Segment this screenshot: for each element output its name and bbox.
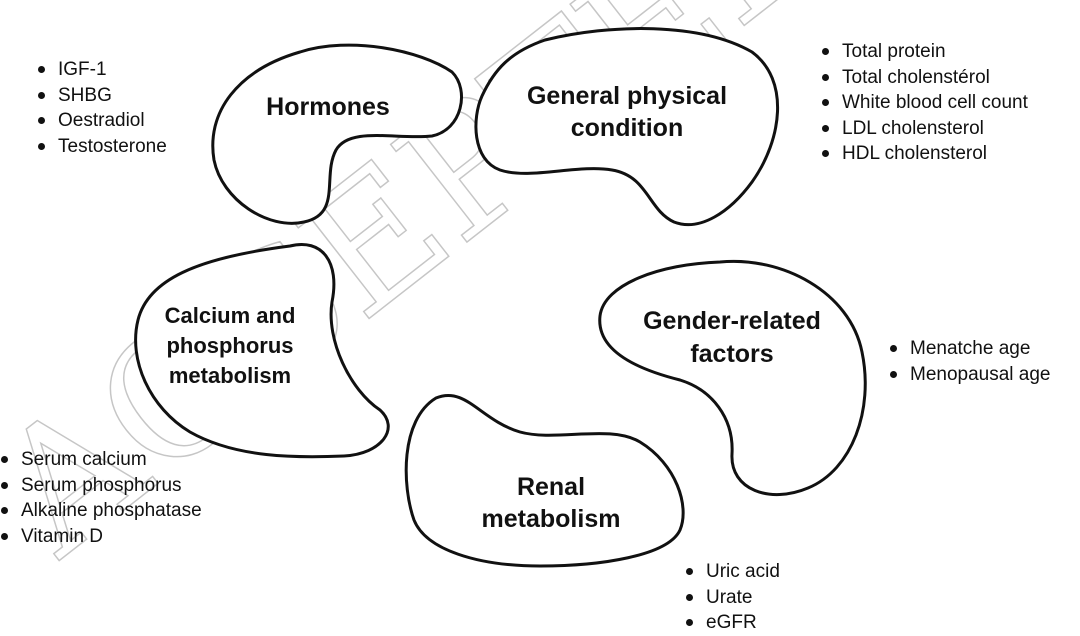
list-item: Alkaline phosphatase: [0, 498, 202, 524]
bullet-icon: [822, 48, 829, 55]
list-item: Vitamin D: [0, 524, 202, 550]
general-condition-title-line-1: General physical: [527, 82, 727, 110]
bullet-icon: [686, 619, 693, 626]
bullet-icon: [1, 481, 8, 489]
renal-metabolism-title-line-2: metabolism: [482, 505, 621, 533]
calcium-phosphorus-list: Serum calcium Serum phosphorus Alkaline …: [0, 447, 202, 549]
bullet-icon: [822, 99, 829, 106]
list-item: HDL cholensterol: [818, 141, 1028, 167]
gender-factors-title-line-1: Gender-related: [643, 307, 821, 335]
renal-metabolism-list: Uric acid Urate eGFR: [682, 559, 780, 636]
bullet-icon: [1, 507, 8, 514]
calcium-phosphorus-blob: [134, 243, 390, 459]
list-item: Menopausal age: [886, 362, 1051, 388]
general-condition-blob: [474, 27, 780, 227]
bullet-icon: [38, 91, 45, 99]
gender-factors-title-line-2: factors: [690, 340, 773, 368]
list-item: White blood cell count: [818, 90, 1028, 116]
bullet-icon: [890, 370, 897, 378]
bullet-icon: [822, 73, 829, 81]
bullet-icon: [38, 117, 45, 124]
bullet-icon: [1, 532, 8, 540]
calcium-phosphorus-title-line-3: metabolism: [169, 363, 291, 388]
bullet-icon: [890, 345, 897, 352]
renal-metabolism-blob: [404, 394, 685, 568]
list-item: Total protein: [818, 39, 1028, 65]
calcium-phosphorus-title-line-1: Calcium and: [165, 303, 296, 328]
bullet-icon: [38, 142, 45, 150]
list-item: IGF-1: [34, 57, 167, 83]
list-item: Urate: [682, 585, 780, 611]
bullet-icon: [822, 150, 829, 157]
list-item: Total cholenstérol: [818, 65, 1028, 91]
general-condition-title-line-2: condition: [571, 114, 683, 142]
bullet-icon: [686, 593, 693, 601]
hormones-list: IGF-1 SHBG Oestradiol Testosterone: [34, 57, 167, 159]
bullet-icon: [822, 124, 829, 132]
bullet-icon: [686, 568, 693, 575]
list-item: Serum calcium: [0, 447, 202, 473]
gender-factors-list: Menatche age Menopausal age: [886, 336, 1051, 387]
calcium-phosphorus-title-line-2: phosphorus: [166, 333, 293, 358]
list-item: eGFR: [682, 610, 780, 636]
list-item: Oestradiol: [34, 108, 167, 134]
general-condition-list: Total protein Total cholenstérol White b…: [818, 39, 1028, 167]
hormones-blob: [211, 43, 463, 225]
list-item: SHBG: [34, 83, 167, 109]
gender-factors-blob: [598, 259, 867, 497]
list-item: LDL cholensterol: [818, 116, 1028, 142]
hormones-title: Hormones: [266, 93, 390, 121]
list-item: Testosterone: [34, 134, 167, 160]
list-item: Menatche age: [886, 336, 1051, 362]
renal-metabolism-title-line-1: Renal: [517, 473, 585, 501]
bullet-icon: [38, 66, 45, 73]
list-item: Uric acid: [682, 559, 780, 585]
bullet-icon: [1, 456, 8, 463]
list-item: Serum phosphorus: [0, 473, 202, 499]
